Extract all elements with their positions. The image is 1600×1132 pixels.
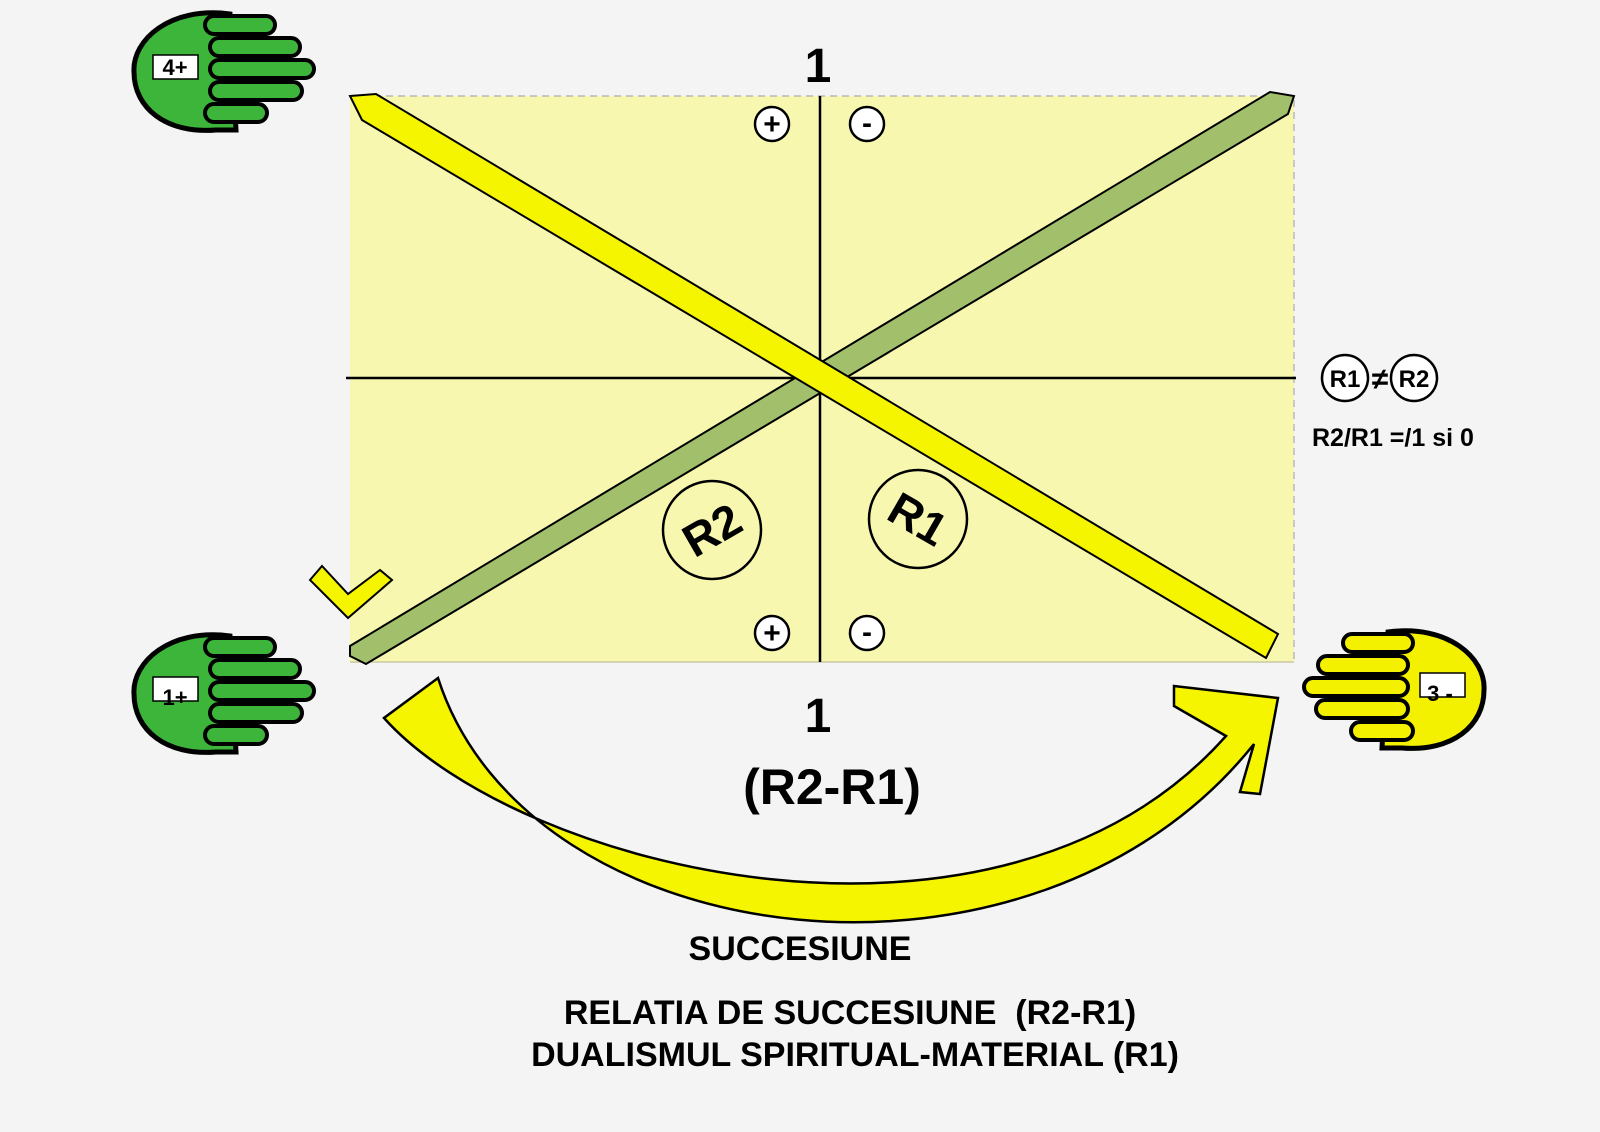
svg-text:3 -: 3 -	[1427, 681, 1453, 706]
svg-text:4+: 4+	[162, 55, 187, 80]
yellow-diagonal-band	[348, 92, 1280, 660]
region-r1-badge: R1	[867, 468, 969, 570]
svg-text:+: +	[763, 617, 781, 650]
svg-text:-: -	[862, 107, 872, 140]
chevron-marker-icon	[308, 564, 394, 620]
plus-circle-top: +	[753, 105, 791, 143]
svg-text:1+: 1+	[162, 685, 187, 710]
hand-bottom-left-icon: 1+	[134, 635, 314, 753]
top-axis-label: 1	[805, 40, 832, 93]
caption-line-1: RELATIA DE SUCCESIUNE (R2-R1)	[563, 994, 1137, 1032]
hand-top-left-icon: 4+	[134, 13, 314, 131]
ratio-note: R2/R1 =/1 si 0	[1312, 424, 1474, 452]
svg-text:-: -	[862, 616, 872, 649]
region-r2-badge: R2	[661, 479, 763, 581]
panel-dashed-border	[350, 95, 1295, 662]
svg-text:R1: R1	[1330, 366, 1361, 393]
hand-right-icon: 3 -	[1304, 631, 1484, 749]
minus-circle-top: -	[848, 105, 886, 143]
svg-text:+: +	[763, 108, 781, 141]
succession-arc-arrow	[382, 675, 1280, 924]
plus-circle-bottom: +	[753, 614, 791, 652]
minus-circle-bottom: -	[848, 614, 886, 652]
bottom-axis-label: 1	[805, 690, 832, 743]
caption-line-2: DUALISMUL SPIRITUAL-MATERIAL (R1)	[531, 1036, 1179, 1074]
r1-not-equal-r2: R1 ≠ R2	[1320, 353, 1439, 403]
svg-text:≠: ≠	[1372, 363, 1389, 396]
relation-label: (R2-R1)	[743, 759, 921, 815]
svg-text:R2: R2	[1399, 366, 1430, 393]
arc-label: SUCCESIUNE	[688, 930, 912, 968]
